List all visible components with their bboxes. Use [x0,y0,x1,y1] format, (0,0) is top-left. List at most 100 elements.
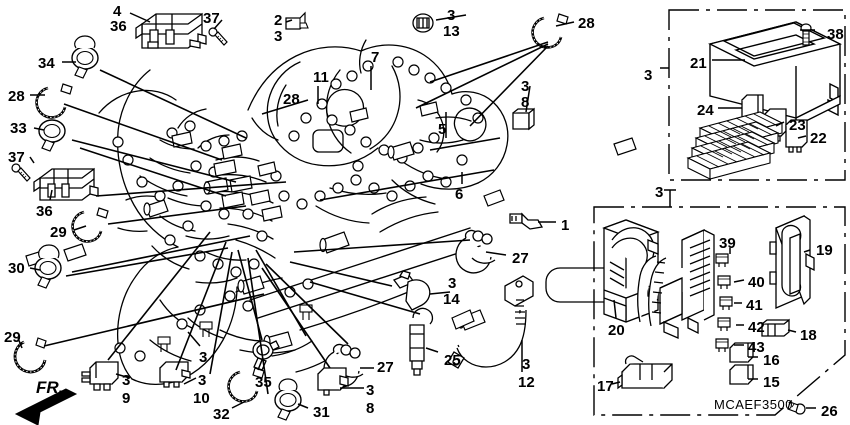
callout-8-a: 8 [521,94,530,111]
part-junction-block [637,228,715,339]
callout-27-bottom: 27 [377,359,394,376]
part-connector-3-9 [81,361,119,391]
part-relay-22 [785,119,808,153]
part-wiretie-28-top [531,12,570,49]
callout-26: 26 [821,403,838,420]
callout-42: 42 [748,319,765,336]
callout-30: 30 [8,260,25,277]
callout-29-lower: 29 [4,329,21,346]
part-screw-38 [800,23,812,46]
callout-3-b: 3 [447,7,456,24]
part-cable-clamp-27-center [455,229,496,274]
part-connector-18 [761,318,790,337]
callout-22: 22 [810,130,827,147]
callout-5: 5 [438,121,447,138]
callout-19: 19 [816,242,833,259]
callout-16: 16 [763,352,780,369]
callout-36-left: 36 [36,203,53,220]
callout-37-top: 37 [203,10,220,27]
callout-3-c: 3 [521,78,530,95]
callout-35: 35 [255,374,272,391]
callout-28-center: 28 [283,91,300,108]
callout-29-upper: 29 [50,224,67,241]
part-connector-2-3 [285,12,309,30]
callout-11: 11 [313,69,329,86]
part-battery-cable-3-12 [447,275,534,369]
callout-12: 12 [518,374,535,391]
callout-8-b: 8 [366,400,375,417]
callout-40: 40 [748,274,765,291]
callout-25: 25 [444,352,461,369]
callout-3-d: 3 [448,275,457,292]
main-wire-harness [98,39,619,386]
callout-23: 23 [789,117,806,134]
callout-38: 38 [827,26,844,43]
callout-4: 4 [113,3,122,20]
part-connector-3-10 [159,361,191,388]
part-clamp-33 [38,119,66,152]
part-relay-box-4-36 [135,12,207,49]
callout-7: 7 [371,49,380,66]
callout-27-center: 27 [512,250,529,267]
callout-6: 6 [455,186,464,203]
callout-3-h: 3 [198,372,207,389]
callout-1: 1 [561,217,570,234]
detail-panel-fuse-box-border [668,9,846,181]
part-cover-19 [769,215,815,309]
callout-33: 33 [10,120,27,137]
part-clamp-30 [34,244,62,289]
callout-28-left: 28 [8,88,25,105]
callout-3-panel-top: 3 [644,67,653,84]
callout-32: 32 [213,406,230,423]
callout-31: 31 [313,404,330,421]
harness-connectors [25,56,637,362]
diagram-part-number: MCAEF3500 [714,397,793,412]
part-clamp-34 [71,35,99,79]
callout-9: 9 [122,390,131,407]
part-clamp-29-lower [13,337,47,374]
callout-43: 43 [748,339,765,356]
callout-34: 34 [38,55,55,72]
part-clamp-31 [274,378,302,421]
direction-arrow-fr [14,388,78,425]
callout-2: 2 [274,12,283,29]
part-wiretie-29-upper [71,206,110,243]
callout-3-panel-bottom: 3 [655,184,664,201]
callout-18: 18 [800,327,817,344]
part-sensor-25 [409,307,434,376]
callout-3-a: 3 [274,28,283,45]
part-screw-37-left [11,163,31,182]
part-screw-26 [785,399,806,415]
leader-lines [17,12,816,409]
front-direction-label: FR. [36,378,64,397]
callout-14: 14 [443,291,460,308]
callout-36-top: 36 [110,18,127,35]
part-screw-37-top [208,27,228,46]
part-cap-16 [729,342,754,363]
callout-41: 41 [746,297,763,314]
callout-3-f: 3 [199,349,208,366]
callout-3-g: 3 [122,372,131,389]
part-relay-box-36 [33,167,99,201]
callout-17: 17 [597,378,614,395]
callout-13: 13 [443,23,460,40]
part-connector-3-8-bottom [317,367,349,396]
callout-20: 20 [608,322,625,339]
detail-panel-junction-box-border [593,206,846,416]
callout-3-e: 3 [522,356,531,373]
callout-10: 10 [193,390,210,407]
part-wiretie-28-left [35,82,74,119]
part-cap-15 [729,364,754,385]
part-grommet-3-13 [412,13,434,33]
callout-3-i: 3 [366,382,375,399]
callout-21: 21 [690,55,707,72]
callout-39: 39 [719,235,736,252]
part-relay-3-8 [512,108,535,130]
callout-28-top: 28 [578,15,595,32]
part-fuses-39-43 [715,253,733,353]
callout-37-left: 37 [8,149,25,166]
callout-15: 15 [763,374,780,391]
part-clip-3-14 [392,270,431,311]
